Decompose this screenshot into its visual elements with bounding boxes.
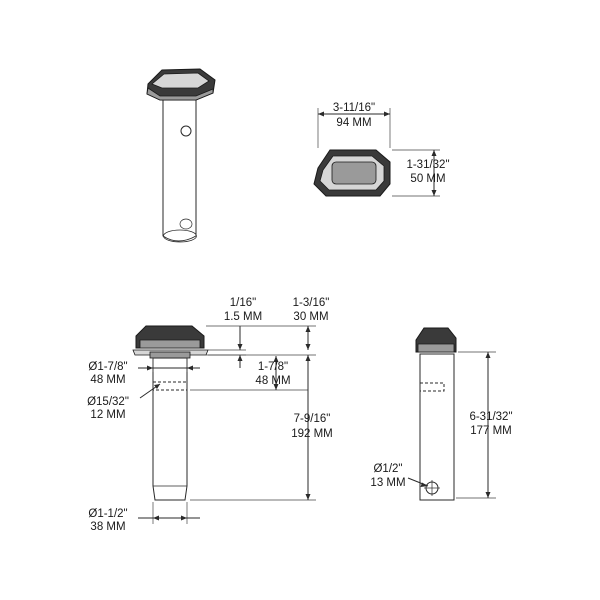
head-height-dimension [206,325,316,350]
top-width-dimension [317,108,391,148]
side-length-imperial: 6-31/32" [469,411,512,423]
hole-diameter-large-metric: 12 MM [90,409,125,421]
flange-thickness-metric: 1.5 MM [224,311,262,323]
side-view [415,327,457,501]
top-width-metric: 94 MM [336,117,371,129]
flange-thickness-imperial: 1/16" [230,297,256,309]
hole-offset-metric: 48 MM [255,375,290,387]
pin-diameter-dimension [138,502,200,524]
top-depth-imperial: 1-31/32" [406,159,449,171]
flange-thickness-dimension [208,326,246,368]
hole-offset-imperial: 1-7/8" [258,361,288,373]
hole-diameter-small-dimension [407,477,429,487]
flange-diameter-imperial: Ø1-7/8" [88,361,127,373]
hole-offset-dimension [190,356,308,391]
top-depth-metric: 50 MM [410,173,445,185]
front-view [132,325,209,501]
isometric-pin-view [146,68,216,243]
pin-length-imperial: 7-9/16" [294,413,331,425]
pin-length-dimension [190,354,316,501]
flange-diameter-dimension [138,358,200,372]
pin-length-metric: 192 MM [291,428,333,440]
head-height-metric: 30 MM [293,311,328,323]
top-depth-dimension [392,149,440,197]
side-length-dimension [456,351,496,499]
hole-diameter-large-imperial: Ø15/32" [87,396,129,408]
head-height-imperial: 1-3/16" [293,297,330,309]
hole-diameter-small-metric: 13 MM [370,477,405,489]
pin-diameter-metric: 38 MM [90,521,125,533]
flange-diameter-metric: 48 MM [90,374,125,386]
hole-diameter-large-dimension [139,383,161,399]
side-length-metric: 177 MM [470,425,512,437]
top-view [313,149,391,197]
hole-diameter-small-imperial: Ø1/2" [373,463,402,475]
top-width-imperial: 3-11/16" [333,102,375,114]
pin-diameter-imperial: Ø1-1/2" [88,508,127,520]
